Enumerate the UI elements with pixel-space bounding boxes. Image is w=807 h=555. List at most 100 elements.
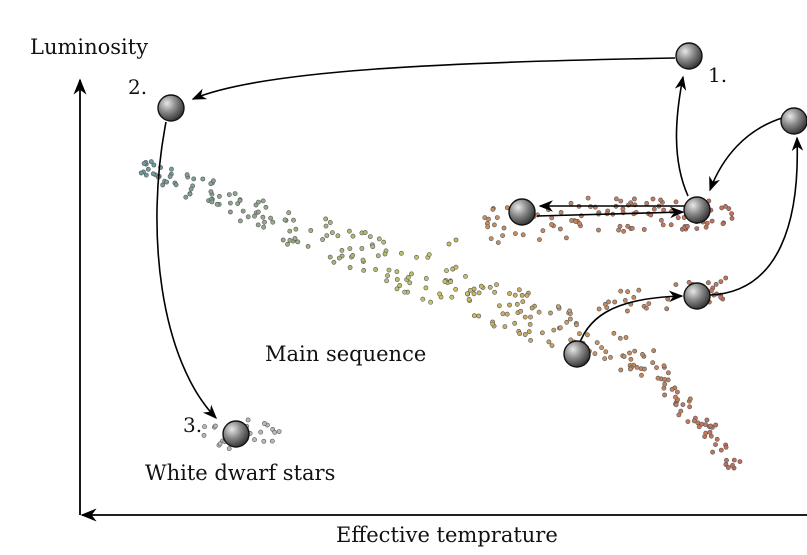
main-sequence-dot (261, 224, 266, 230)
main-sequence-dot (320, 237, 325, 242)
giant-branch-dot (500, 233, 505, 238)
subgiant-dot (646, 301, 652, 306)
main-sequence-dot (169, 166, 174, 172)
subgiant-dot (713, 281, 719, 287)
main-sequence-dot (471, 291, 477, 297)
main-sequence-dot (678, 408, 684, 414)
main-sequence-dot (731, 457, 737, 463)
giant-branch-dot (482, 215, 488, 221)
evolution-arrows (156, 57, 804, 420)
main-sequence-dot (603, 349, 609, 355)
giant-branch-dot (513, 231, 518, 236)
main-sequence-dot (568, 316, 573, 322)
main-sequence-dot (382, 251, 388, 257)
main-sequence-dot (232, 191, 238, 196)
giant-branch-dot (546, 207, 551, 213)
main-sequence-dot (160, 182, 166, 188)
giant-branch-dot (661, 207, 666, 213)
subgiant-dot (606, 299, 611, 305)
main-sequence-dot (210, 178, 216, 184)
main-sequence-dot (669, 386, 675, 392)
main-sequence-dot (599, 345, 604, 351)
main-sequence-dot (402, 289, 408, 295)
giant-branch-dot (485, 224, 491, 230)
main-sequence-dot (490, 321, 496, 327)
giant-branch-dot (453, 237, 459, 243)
main-sequence-dot (512, 320, 518, 326)
giant-branch-dot (577, 221, 582, 226)
main-sequence-dot (449, 294, 455, 300)
main-sequence-dot (350, 252, 356, 258)
main-sequence-dot (558, 325, 563, 331)
main-sequence-dot (359, 246, 365, 251)
star-main-sequence (563, 340, 591, 368)
main-sequence-dot (718, 447, 724, 453)
main-sequence-dot (555, 304, 561, 309)
main-sequence-dot (518, 308, 524, 314)
main-sequence-dot (208, 181, 214, 187)
main-sequence-dot (529, 305, 535, 311)
main-sequence-dot (350, 233, 356, 239)
main-sequence-dot (522, 332, 528, 337)
giant-branch-dot (673, 199, 679, 205)
main-sequence-dot (444, 268, 449, 274)
main-sequence-dot (286, 210, 292, 216)
arrow-to-step1 (674, 75, 689, 197)
main-sequence-dot (627, 350, 632, 356)
subgiant-dot (631, 294, 637, 300)
main-sequence-dot (673, 394, 678, 400)
subgiant-dot (664, 306, 670, 312)
main-sequence-dot (514, 301, 520, 307)
main-sequence-dot (640, 351, 645, 357)
arrow-step2-to-step3 (156, 121, 217, 420)
arrow-tip-to-branch (709, 117, 783, 192)
main-sequence-dot (476, 290, 482, 296)
giant-branch-dot (620, 206, 626, 212)
main-sequence-dot (347, 246, 353, 251)
giant-branch-dot (629, 225, 635, 231)
main-sequence-dot (548, 310, 553, 316)
white-dwarf-dot (201, 432, 207, 438)
main-sequence-dot (704, 417, 710, 423)
main-sequence-dot (464, 291, 470, 297)
main-sequence-dot (611, 330, 617, 336)
giant-branch-dot (651, 206, 657, 212)
main-sequence-dot (287, 228, 293, 234)
main-sequence-dot (519, 292, 525, 298)
giant-branch-dot (618, 198, 624, 204)
main-sequence-dot (184, 172, 190, 178)
main-sequence-dot (687, 404, 692, 410)
main-sequence-dot (367, 234, 373, 239)
white-dwarf-dot (226, 446, 232, 452)
main-sequence-dot (504, 311, 510, 317)
giant-branch-dot (704, 220, 710, 226)
giant-branch-dot (644, 200, 650, 206)
giant-branch-dot (650, 196, 656, 202)
main-sequence-dot (634, 364, 640, 370)
main-sequence-dot (405, 274, 411, 280)
main-sequence-dot (398, 250, 404, 256)
subgiant-dot (622, 297, 628, 303)
giant-branch-dot (585, 195, 591, 201)
main-sequence-dot (375, 253, 381, 259)
giant-branch-dot (596, 227, 601, 233)
giant-branch-dot (668, 222, 674, 228)
main-sequence-dot (256, 199, 261, 205)
giant-branch-dot (494, 215, 500, 220)
main-sequence-dot (442, 279, 448, 284)
subgiant-dot (636, 287, 642, 293)
main-sequence-dot (507, 291, 512, 296)
main-sequence-dot (517, 331, 523, 337)
main-sequence-dot (713, 442, 718, 447)
giant-branch-dot (569, 218, 574, 223)
main-sequence-dot (423, 285, 429, 291)
giant-branch-dot (726, 206, 732, 212)
main-sequence-dot (708, 433, 714, 439)
main-sequence-dot (639, 372, 644, 378)
star-horizontal-branch-left (508, 198, 536, 226)
star-horizontal-branch-right (683, 196, 711, 224)
subgiant-dot (718, 294, 724, 300)
giant-branch-dot (573, 219, 579, 224)
main-sequence-dot (528, 314, 533, 320)
main-sequence-dot (327, 254, 333, 260)
